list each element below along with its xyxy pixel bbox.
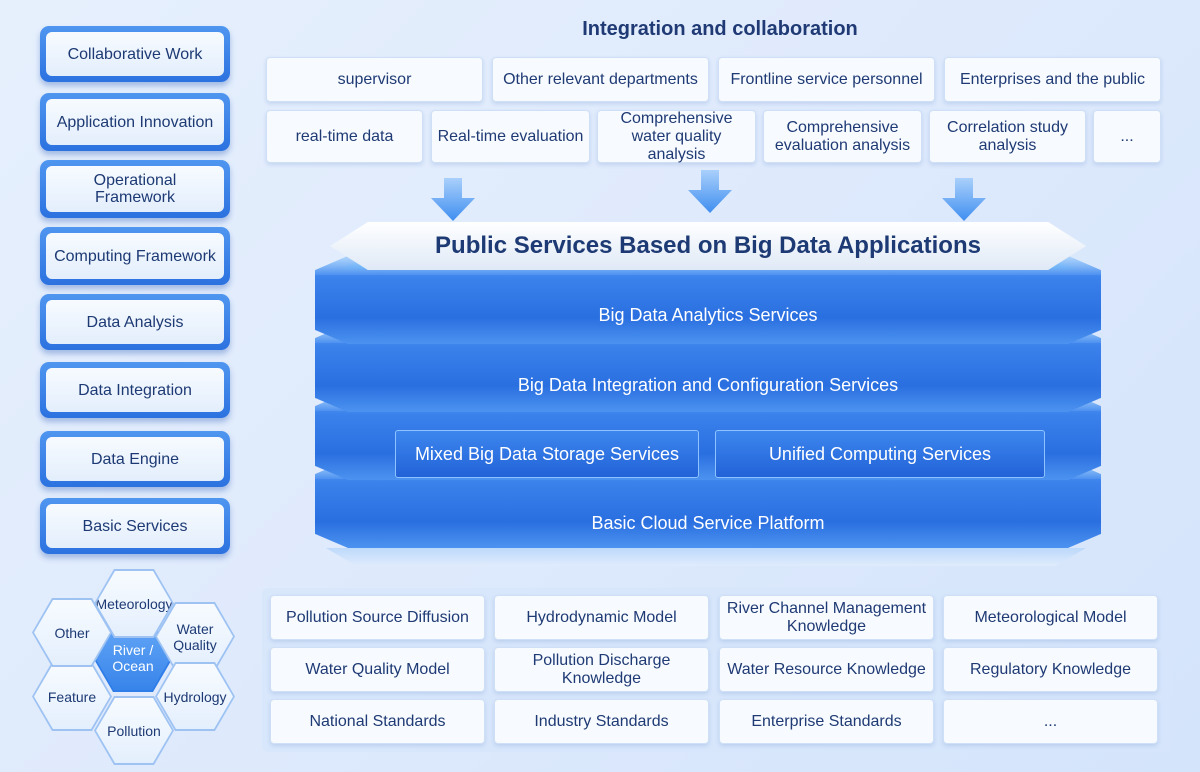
tower-title: Public Services Based on Big Data Applic… [330, 222, 1086, 270]
data-analysis-button[interactable]: Data Analysis [40, 294, 230, 350]
operational-framework-button[interactable]: Operational Framework [40, 160, 230, 218]
knowledge-card[interactable]: Water Resource Knowledge [719, 647, 934, 692]
data-integration-label: Data Integration [46, 368, 224, 412]
knowledge-card[interactable]: River Channel Management Knowledge [719, 595, 934, 640]
hex-pollution: Pollution [94, 696, 174, 765]
knowledge-card[interactable]: Industry Standards [494, 699, 709, 744]
hex-water-quality: Water Quality [155, 602, 235, 671]
computing-framework-button[interactable]: Computing Framework [40, 227, 230, 285]
hex-hydrology-label: Hydrology [157, 664, 233, 729]
knowledge-card[interactable]: Water Quality Model [270, 647, 485, 692]
role-card[interactable]: Frontline service personnel [718, 57, 935, 102]
data-engine-button[interactable]: Data Engine [40, 431, 230, 487]
data-integration-button[interactable]: Data Integration [40, 362, 230, 418]
knowledge-card[interactable]: Pollution Discharge Knowledge [494, 647, 709, 692]
function-card[interactable]: Real-time evaluation [431, 110, 590, 163]
knowledge-card[interactable]: Hydrodynamic Model [494, 595, 709, 640]
collaborative-work-label: Collaborative Work [46, 32, 224, 76]
role-card[interactable]: Enterprises and the public [944, 57, 1161, 102]
application-innovation-label: Application Innovation [46, 99, 224, 145]
unified-computing-services-box[interactable]: Unified Computing Services [715, 430, 1045, 478]
computing-framework-label: Computing Framework [46, 233, 224, 279]
hex-pollution-label: Pollution [96, 698, 172, 763]
collaborative-work-button[interactable]: Collaborative Work [40, 26, 230, 82]
role-card[interactable]: Other relevant departments [492, 57, 709, 102]
function-card[interactable]: real-time data [266, 110, 423, 163]
application-innovation-button[interactable]: Application Innovation [40, 93, 230, 151]
basic-services-label: Basic Services [46, 504, 224, 548]
knowledge-card[interactable]: Meteorological Model [943, 595, 1158, 640]
basic-services-button[interactable]: Basic Services [40, 498, 230, 554]
knowledge-card[interactable]: National Standards [270, 699, 485, 744]
down-arrow-icon [688, 170, 732, 213]
tower-base [326, 548, 1086, 566]
hex-feature-label: Feature [34, 664, 110, 729]
down-arrow-icon [431, 178, 475, 221]
data-engine-label: Data Engine [46, 437, 224, 481]
function-card[interactable]: Correlation study analysis [929, 110, 1086, 163]
analytics-services-label: Big Data Analytics Services [598, 304, 818, 325]
operational-framework-label: Operational Framework [46, 166, 224, 212]
knowledge-card[interactable]: Enterprise Standards [719, 699, 934, 744]
mixed-storage-services-box[interactable]: Mixed Big Data Storage Services [395, 430, 699, 478]
basic-cloud-platform-label: Basic Cloud Service Platform [591, 512, 825, 533]
hex-other-label: Other [34, 600, 110, 665]
hex-feature: Feature [32, 662, 112, 731]
integration-configuration-label: Big Data Integration and Configuration S… [517, 374, 899, 395]
more-knowledge-card[interactable]: ... [943, 699, 1158, 744]
data-analysis-label: Data Analysis [46, 300, 224, 344]
function-card[interactable]: Comprehensive evaluation analysis [763, 110, 922, 163]
function-card[interactable]: Comprehensive water quality analysis [597, 110, 756, 163]
down-arrow-icon [942, 178, 986, 221]
integration-title: Integration and collaboration [582, 18, 858, 40]
role-card[interactable]: supervisor [266, 57, 483, 102]
knowledge-card[interactable]: Regulatory Knowledge [943, 647, 1158, 692]
hex-water-quality-label: Water Quality [157, 604, 233, 669]
more-functions-card[interactable]: ... [1093, 110, 1161, 163]
knowledge-card[interactable]: Pollution Source Diffusion [270, 595, 485, 640]
